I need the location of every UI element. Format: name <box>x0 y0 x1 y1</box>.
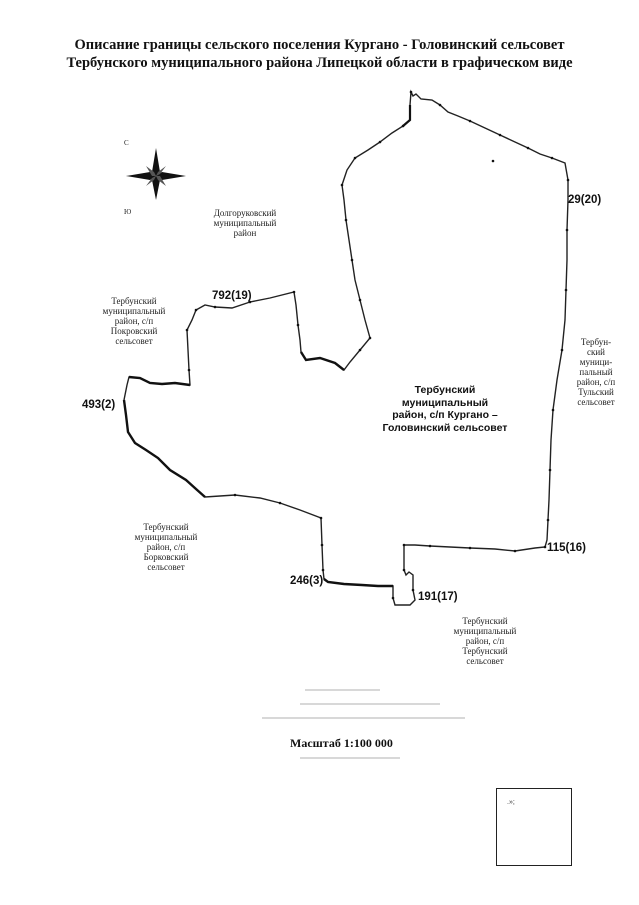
label-borkovsky: Тербунский муниципальный район, с/п Борк… <box>134 522 198 572</box>
boundary-thick-segment <box>122 399 206 498</box>
stamp-box: .»; <box>496 788 572 866</box>
label-terbunsky: Тербунский муниципальный район, с/п Терб… <box>453 616 517 666</box>
point-label-191: 191(17) <box>418 591 458 603</box>
title-line-2: Тербунского муниципального района Липецк… <box>66 55 573 71</box>
boundary-thick-segment <box>128 375 191 387</box>
label-tulsky: Тербун- ский муници- пальный район, с/п … <box>576 337 616 407</box>
label-dolgorukovsky: Долгоруковский муниципальный район <box>213 208 277 238</box>
point-label-246: 246(3) <box>290 575 324 587</box>
point-label-115: 115(16) <box>547 542 587 554</box>
scan-artifacts <box>262 689 465 759</box>
scale-text: Масштаб 1:100 000 <box>290 736 393 750</box>
boundary-vertices <box>185 90 570 600</box>
stamp-mark: .»; <box>507 799 515 806</box>
boundary-thick-segment <box>323 578 393 588</box>
compass-south-label: Ю <box>124 208 132 216</box>
map-title: Описание границы сельского поселения Кур… <box>0 36 639 72</box>
label-pokrovsky: Тербунский муниципальный район, с/п Покр… <box>102 296 166 346</box>
point-label-29: 29(20) <box>568 194 602 206</box>
boundary-thick-segment <box>299 351 345 371</box>
point-label-792: 792(19) <box>212 290 252 302</box>
compass-rose-icon <box>126 148 186 200</box>
point-label-493: 493(2) <box>82 399 116 411</box>
label-main-area: Тербунский муниципальный район, с/п Кург… <box>382 384 508 434</box>
compass-north-label: С <box>124 139 129 147</box>
boundary-thick-segment <box>402 105 412 127</box>
title-line-1: Описание границы сельского поселения Кур… <box>74 37 565 53</box>
